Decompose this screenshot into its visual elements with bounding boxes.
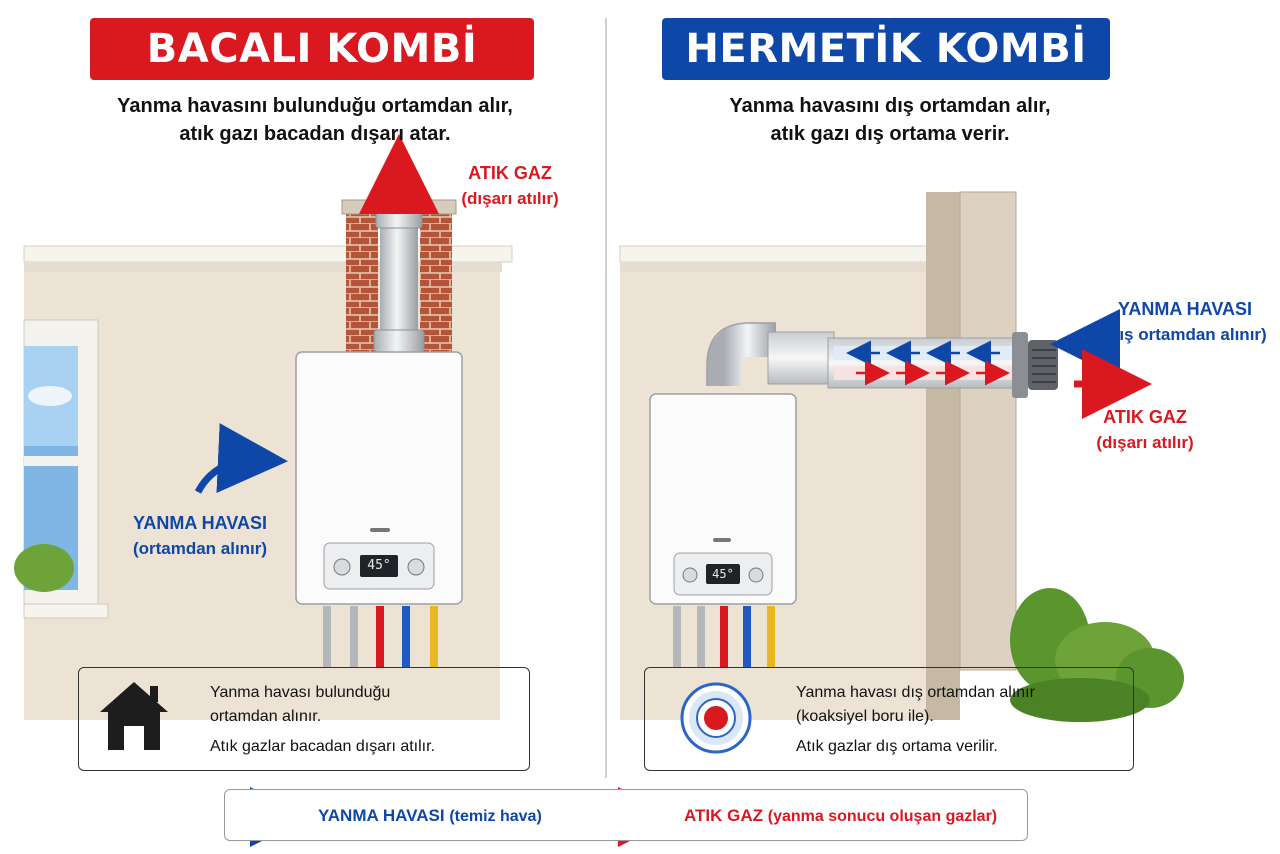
right-subtitle: Yanma havasını dış ortamdan alır, atık g…: [655, 92, 1125, 148]
right-info-line2: (koaksiyel boru ile).: [796, 708, 934, 725]
right-intake-sub: (dış ortamdan alınır): [1103, 325, 1267, 344]
legend: [224, 789, 1028, 841]
window: [14, 319, 109, 619]
right-info-box: [644, 667, 1134, 771]
right-exhaust-sub: (dışarı atılır): [1096, 433, 1194, 452]
left-intake-arrow: [194, 423, 288, 494]
left-info-line1: Yanma havası bulunduğu: [210, 684, 391, 701]
center-divider: [605, 18, 607, 778]
left-exhaust-label: ATIK GAZ (dışarı atılır): [440, 160, 580, 212]
left-info-line2: ortamdan alınır.: [210, 708, 322, 725]
right-info-text: Yanma havası dış ortamdan alınır (koaksi…: [796, 681, 1126, 759]
right-boiler: [649, 393, 797, 605]
legend-gas-desc: (yanma sonucu oluşan gazlar): [767, 808, 998, 825]
right-exhaust-label: ATIK GAZ (dışarı atılır): [1075, 404, 1215, 456]
right-boiler-pipes: [673, 606, 775, 668]
right-scene: [619, 191, 1184, 722]
left-subtitle-line1: Yanma havasını bulunduğu ortamdan alır,: [117, 95, 513, 117]
coaxial-pipe-icon: [680, 682, 752, 754]
right-boiler-display: 45°: [712, 567, 734, 581]
left-exhaust-title: ATIK GAZ: [468, 163, 552, 183]
flue-flow-arrows: [846, 340, 1010, 386]
left-info-box: [78, 667, 530, 771]
right-subtitle-line2: atık gazı dış ortama verir.: [770, 123, 1010, 145]
right-title: HERMETİK KOMBİ: [662, 18, 1110, 80]
left-title: BACALI KOMBİ: [90, 18, 534, 80]
legend-air-label: YANMA HAVASI: [318, 806, 445, 825]
left-subtitle-line2: atık gazı bacadan dışarı atar.: [179, 123, 451, 145]
left-intake-title: YANMA HAVASI: [132, 513, 267, 533]
left-boiler-display: 45°: [367, 558, 391, 573]
left-info-line3: Atık gazlar bacadan dışarı atılır.: [210, 738, 436, 755]
house-icon: [100, 682, 168, 750]
legend-air: YANMA HAVASI (temiz hava): [318, 806, 542, 826]
right-subtitle-line1: Yanma havasını dış ortamdan alır,: [729, 95, 1051, 117]
left-intake-sub: (ortamdan alınır): [132, 539, 268, 558]
right-exhaust-title: ATIK GAZ: [1103, 407, 1187, 427]
left-scene: [14, 134, 513, 720]
left-intake-label: YANMA HAVASI (ortamdan alınır): [110, 510, 290, 562]
legend-gas-label: ATIK GAZ: [684, 806, 764, 825]
left-boiler: [295, 351, 463, 605]
right-info-line1: Yanma havası dış ortamdan alınır: [796, 684, 1035, 701]
left-boiler-pipes: [323, 606, 438, 668]
right-info-line3: Atık gazlar dış ortama verilir.: [796, 738, 998, 755]
left-exhaust-sub: (dışarı atılır): [461, 189, 559, 208]
right-intake-label: YANMA HAVASI (dış ortamdan alınır): [1100, 296, 1270, 348]
right-intake-title: YANMA HAVASI: [1117, 299, 1252, 319]
legend-air-desc: (temiz hava): [449, 808, 542, 825]
legend-gas: ATIK GAZ (yanma sonucu oluşan gazlar): [684, 806, 997, 826]
left-info-text: Yanma havası bulunduğu ortamdan alınır. …: [210, 681, 520, 759]
bush: [1010, 588, 1184, 722]
chimney: [341, 199, 457, 356]
left-subtitle: Yanma havasını bulunduğu ortamdan alır, …: [80, 92, 550, 148]
